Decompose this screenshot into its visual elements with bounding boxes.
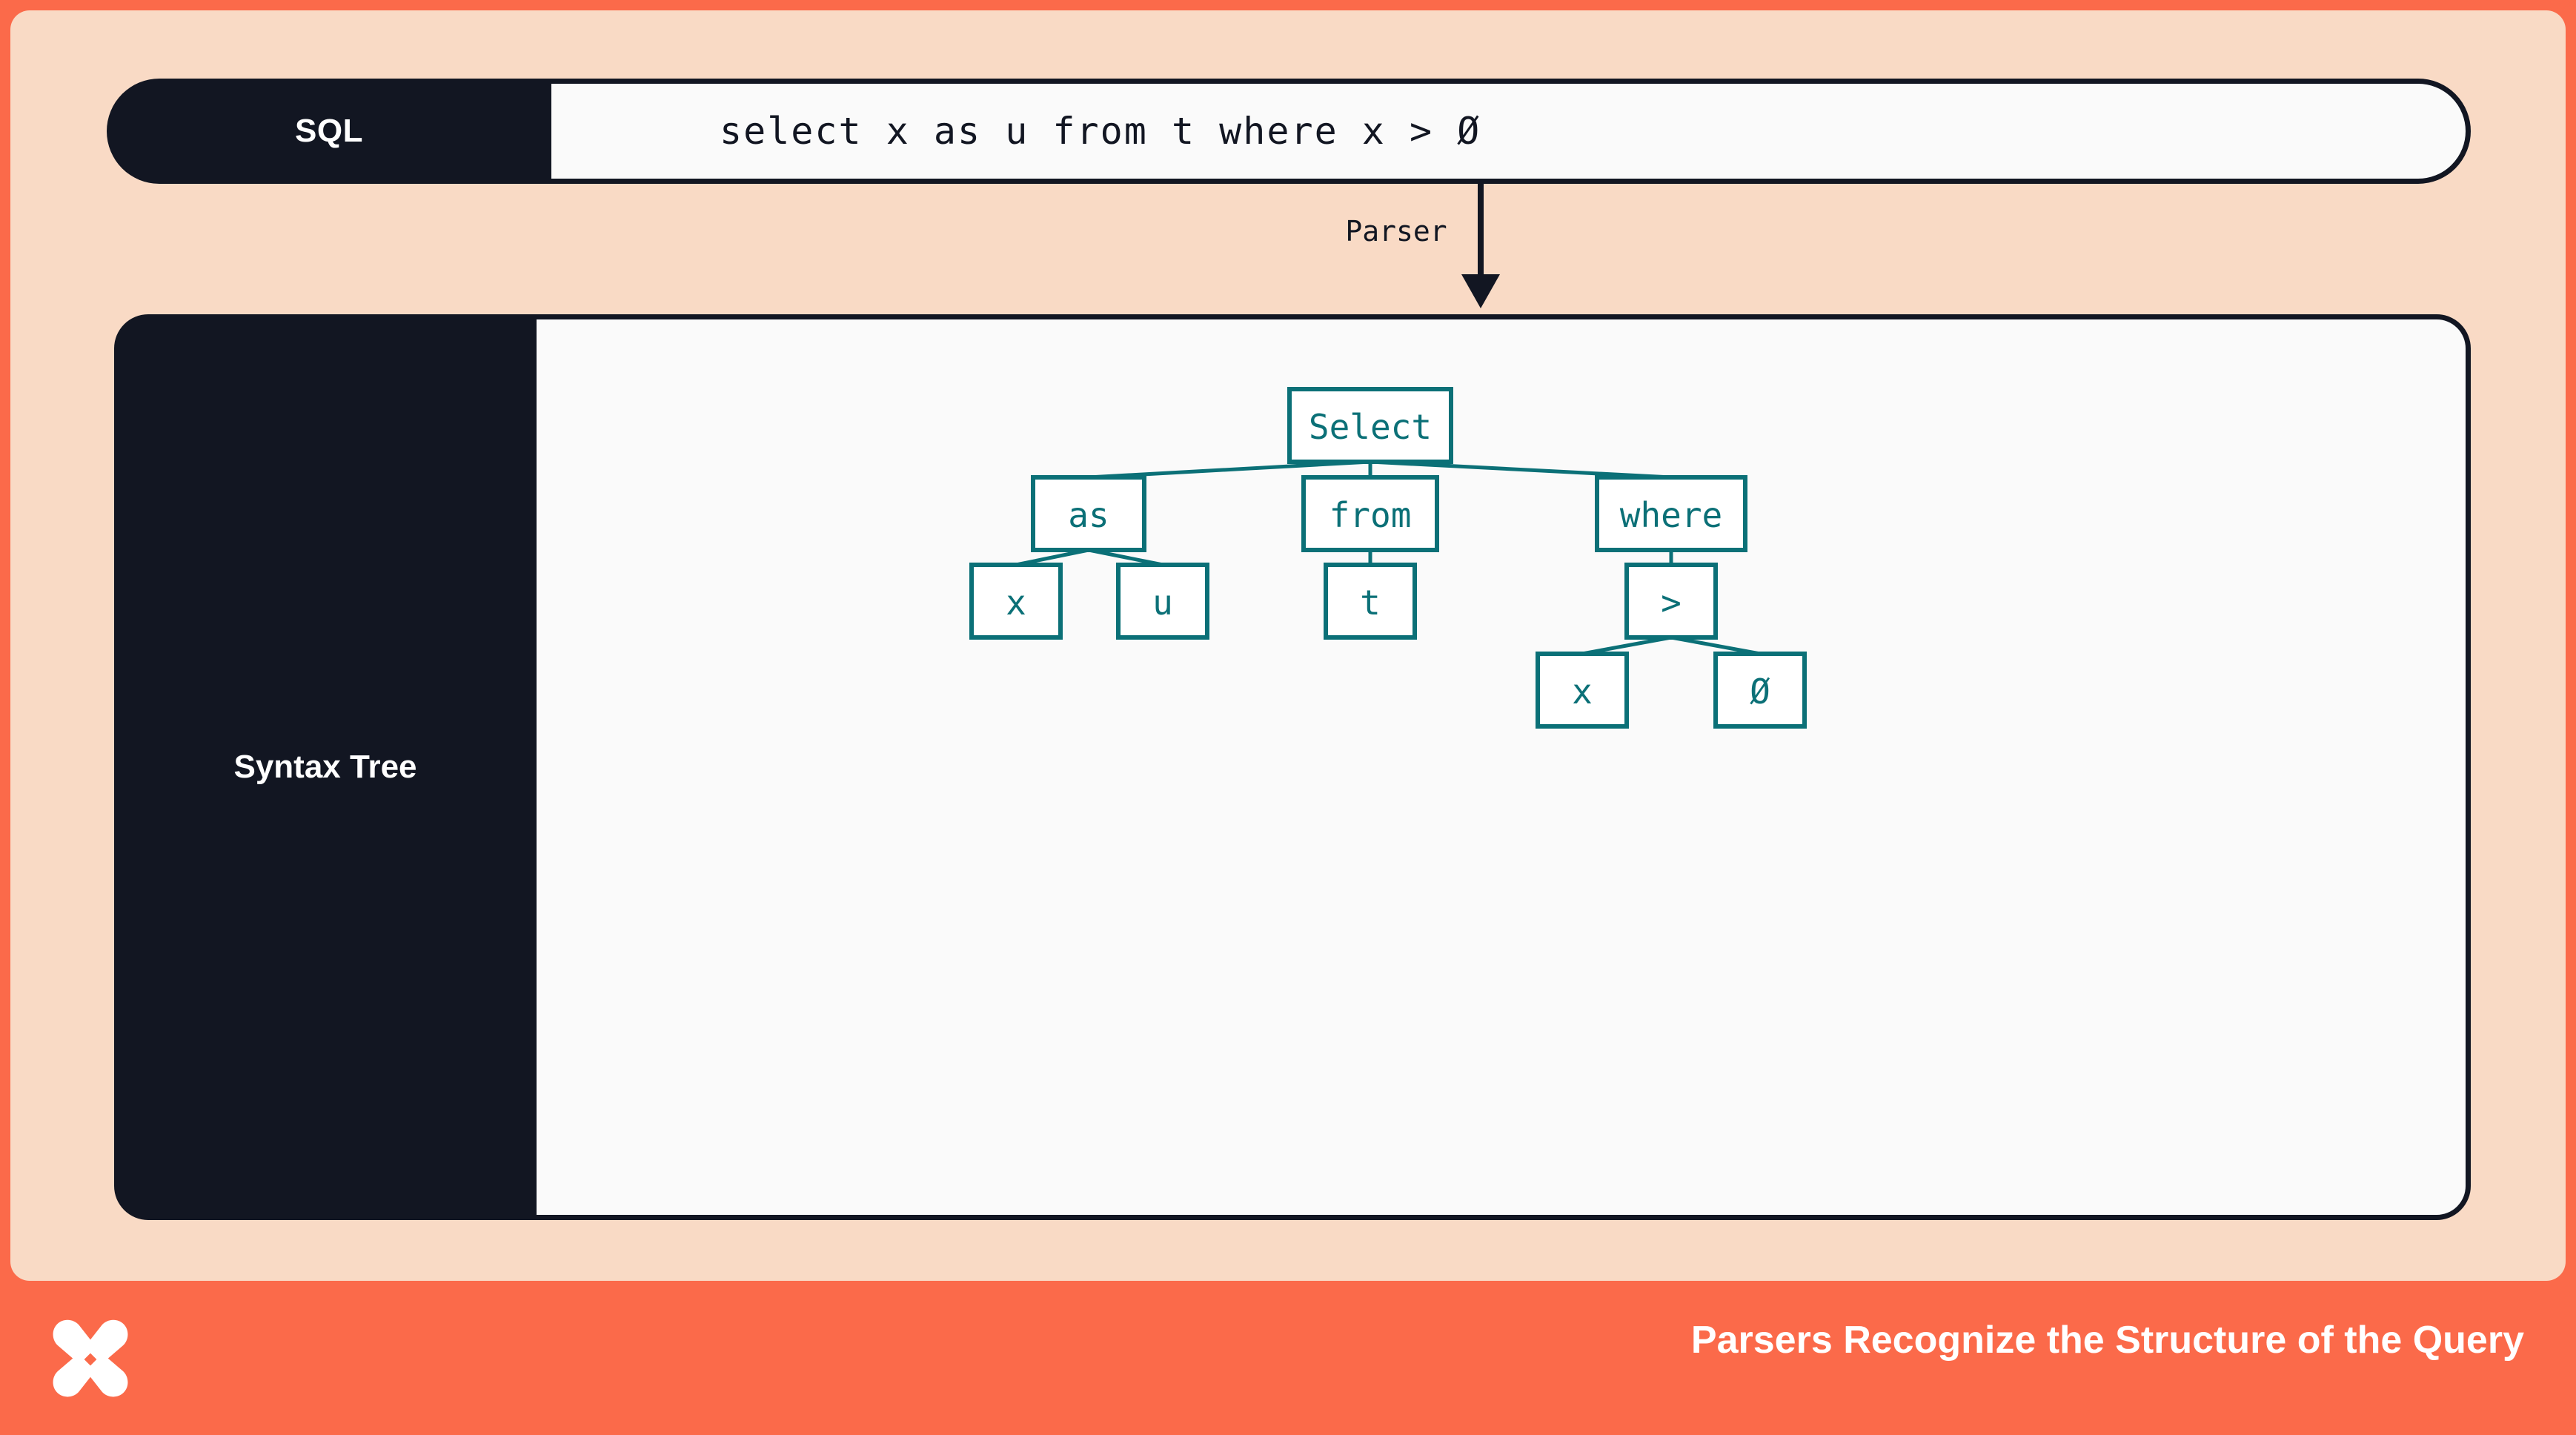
- tree-node-box: [1536, 652, 1629, 729]
- tree-node-box: [1595, 475, 1747, 552]
- tree-node-box: [1624, 563, 1718, 640]
- footer-caption: Parsers Recognize the Structure of the Q…: [1690, 1319, 2524, 1362]
- sql-query-field[interactable]: select x as u from t where x > Ø: [529, 79, 2471, 184]
- down-arrow-icon: [1461, 274, 1500, 308]
- syntax-tree-label-pill: Syntax Tree: [114, 314, 537, 1220]
- sql-input-row: select x as u from t where x > Ø SQL: [107, 79, 2471, 184]
- tree-node-as[interactable]: as: [1031, 475, 1146, 552]
- sql-label-pill: SQL: [107, 79, 551, 184]
- tree-node-label: Select: [1309, 407, 1432, 447]
- tree-node-label: x: [1572, 672, 1593, 712]
- tree-node-from[interactable]: from: [1301, 475, 1439, 552]
- tree-node-label: as: [1068, 495, 1109, 535]
- tree-node-label: from: [1330, 495, 1412, 535]
- tree-node-label: u: [1152, 583, 1173, 623]
- parser-label: Parser: [1345, 215, 1447, 248]
- parser-transition: Parser: [1345, 182, 1841, 316]
- tree-node-box: [1324, 563, 1417, 640]
- tree-node-select[interactable]: Select: [1287, 387, 1453, 464]
- sql-label-text: SQL: [295, 113, 363, 149]
- tree-node-x1[interactable]: x: [969, 563, 1063, 640]
- tree-node-label: t: [1360, 583, 1381, 623]
- tree-node-label: where: [1620, 495, 1722, 535]
- tree-node-t[interactable]: t: [1324, 563, 1417, 640]
- tree-node-box: [969, 563, 1063, 640]
- tree-edge: [1088, 460, 1371, 480]
- x-mark-logo-icon: [53, 1319, 128, 1397]
- tree-edge: [1088, 548, 1163, 567]
- tree-node-label: x: [1006, 583, 1026, 623]
- tree-node-zero[interactable]: Ø: [1713, 652, 1807, 729]
- tree-node-box: [1116, 563, 1209, 640]
- tree-node-gt[interactable]: >: [1624, 563, 1718, 640]
- tree-edge: [1370, 460, 1672, 480]
- tree-node-box: [1301, 475, 1439, 552]
- tree-node-where[interactable]: where: [1595, 475, 1747, 552]
- tree-node-box: [1713, 652, 1807, 729]
- tree-node-x2[interactable]: x: [1536, 652, 1629, 729]
- tree-node-box: [1031, 475, 1146, 552]
- tree-node-label: Ø: [1750, 672, 1770, 712]
- tree-node-label: >: [1661, 583, 1682, 623]
- tree-node-box: [1287, 387, 1453, 464]
- sql-query-text: select x as u from t where x > Ø: [720, 110, 1481, 153]
- arrow-shaft-icon: [1478, 182, 1484, 279]
- tree-edge: [1581, 635, 1672, 656]
- content-card: select x as u from t where x > Ø SQL Par…: [10, 10, 2566, 1281]
- tree-edge: [1670, 635, 1761, 656]
- syntax-tree-label-text: Syntax Tree: [233, 749, 417, 785]
- footer-bar: Parsers Recognize the Structure of the Q…: [0, 1281, 2576, 1435]
- tree-edge: [1015, 548, 1089, 567]
- tree-node-u[interactable]: u: [1116, 563, 1209, 640]
